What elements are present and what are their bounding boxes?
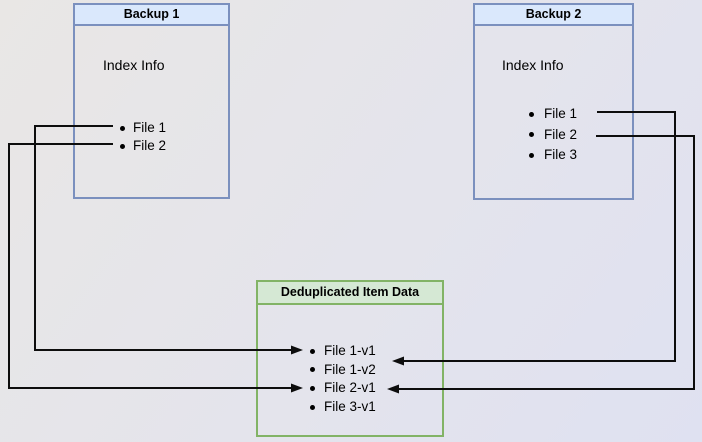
backup1-file-1: File 1	[120, 119, 166, 137]
dedup-file-2-v1: File 2-v1	[310, 379, 376, 398]
backup2-file-list: File 1 File 2 File 3	[529, 104, 577, 166]
dedup-file-list: File 1-v1 File 1-v2 File 2-v1 File 3-v1	[310, 342, 376, 416]
backup2-file-3: File 3	[529, 145, 577, 166]
backup2-index-info-label: Index Info	[502, 57, 564, 73]
backup1-file-2: File 2	[120, 137, 166, 155]
backup2-box: Backup 2 Index Info File 1 File 2 File 3	[473, 3, 634, 200]
backup1-title: Backup 1	[75, 5, 228, 26]
dedup-file-1-v2: File 1-v2	[310, 361, 376, 380]
backup1-index-info-label: Index Info	[103, 57, 165, 73]
backup2-file-2: File 2	[529, 125, 577, 146]
backup2-file-1: File 1	[529, 104, 577, 125]
dedup-box: Deduplicated Item Data File 1-v1 File 1-…	[256, 280, 444, 437]
backup2-title: Backup 2	[475, 5, 632, 26]
dedup-body: File 1-v1 File 1-v2 File 2-v1 File 3-v1	[258, 282, 442, 435]
dedup-file-1-v1: File 1-v1	[310, 342, 376, 361]
backup2-body: Index Info File 1 File 2 File 3	[475, 5, 632, 198]
backup1-body: Index Info File 1 File 2	[75, 5, 228, 197]
dedup-title: Deduplicated Item Data	[258, 282, 442, 305]
dedup-file-3-v1: File 3-v1	[310, 398, 376, 417]
backup1-file-list: File 1 File 2	[120, 119, 166, 155]
backup1-box: Backup 1 Index Info File 1 File 2	[73, 3, 230, 199]
